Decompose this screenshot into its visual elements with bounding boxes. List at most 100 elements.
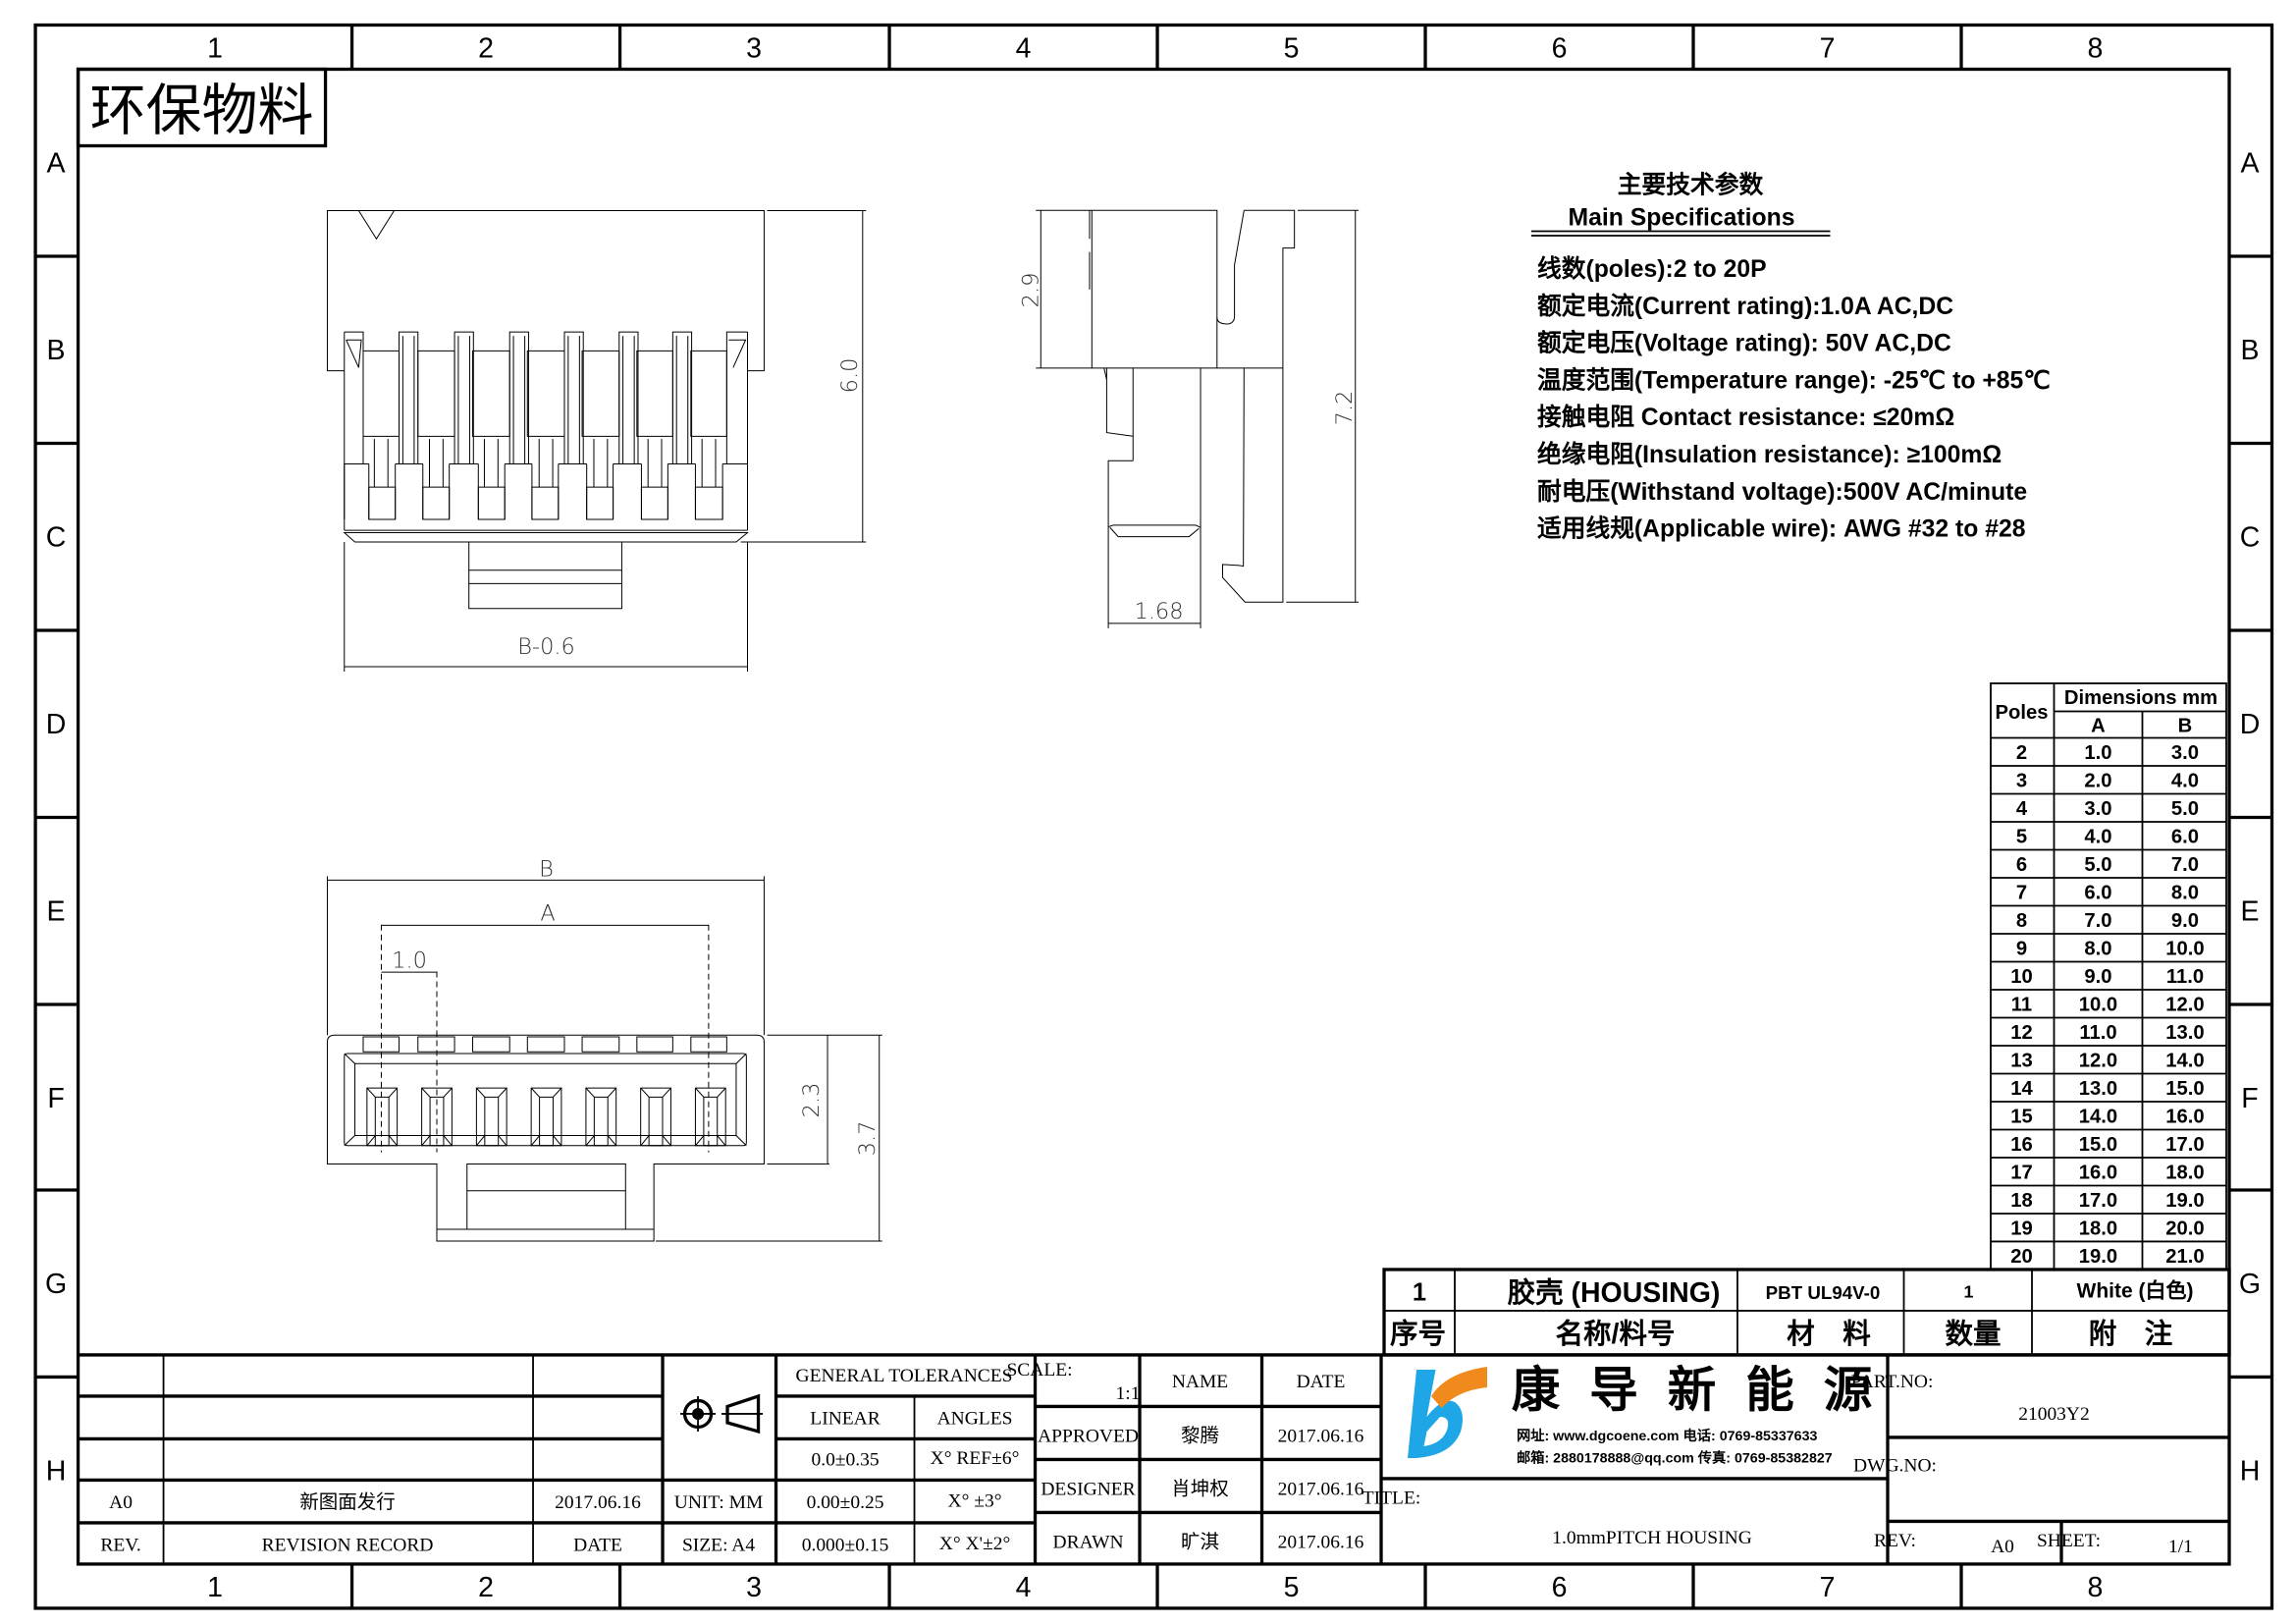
latch-tab xyxy=(691,1037,727,1052)
dim-a-cell: 16.0 xyxy=(2079,1163,2117,1184)
contact-cavity xyxy=(691,351,727,436)
table-header-dimensions: Dimensions mm xyxy=(2064,687,2217,709)
contact-post xyxy=(564,332,583,463)
poles-cell: 2 xyxy=(2016,742,2027,764)
frame-column-label: 2 xyxy=(478,32,494,64)
approvals-name-header: NAME xyxy=(1172,1372,1228,1392)
poles-cell: 4 xyxy=(2016,798,2028,820)
poles-cell: 19 xyxy=(2010,1218,2033,1240)
contact-cavity xyxy=(473,351,510,436)
dim-a-cell: 19.0 xyxy=(2079,1246,2117,1268)
frame-column-label: 2 xyxy=(478,1572,494,1603)
frame-column-label: 1 xyxy=(207,1572,223,1603)
frame-row-label: G xyxy=(45,1269,67,1300)
tolerance-linear-2: 0.00±0.25 xyxy=(807,1492,884,1513)
table-header-poles: Poles xyxy=(1995,702,2048,724)
frame-column-label: 3 xyxy=(746,32,762,64)
dim-a-cell: 8.0 xyxy=(2084,939,2111,960)
dim-b-cell: 15.0 xyxy=(2165,1078,2204,1100)
tolerances-angles-label: ANGLES xyxy=(937,1408,1013,1429)
unit-label: UNIT: MM xyxy=(674,1492,763,1513)
bom-header-note: 附 注 xyxy=(2089,1318,2172,1350)
poles-cell: 3 xyxy=(2016,771,2027,792)
approval-name: 黎腾 xyxy=(1181,1425,1219,1446)
company-name-char: 导 xyxy=(1589,1363,1638,1417)
spec-item: 温度范围(Temperature range): -25℃ to +85℃ xyxy=(1537,365,2051,394)
dim-a-cell: 9.0 xyxy=(2084,966,2111,988)
contact-post xyxy=(509,332,528,463)
bom-item-name: 胶壳 (HOUSING) xyxy=(1508,1276,1721,1309)
dim-b-cell: 18.0 xyxy=(2165,1163,2204,1184)
rev-value: A0 xyxy=(1991,1537,2014,1557)
part-no-label: PART.NO: xyxy=(1851,1372,1934,1392)
poles-cell: 8 xyxy=(2016,910,2027,932)
poles-cell: 18 xyxy=(2010,1190,2033,1212)
poles-cell: 15 xyxy=(2010,1107,2033,1128)
dim-a-cell: 2.0 xyxy=(2084,771,2111,792)
bom-header-name: 名称/料号 xyxy=(1556,1319,1676,1350)
poles-cell: 5 xyxy=(2016,827,2027,848)
frame-column-label: 7 xyxy=(1820,1572,1836,1603)
comb-slot xyxy=(532,487,559,519)
frame-row-label: H xyxy=(2240,1455,2261,1487)
bom-item-qty: 1 xyxy=(1963,1281,1973,1301)
dim-b-cell: 14.0 xyxy=(2165,1051,2204,1072)
dim-front-height: 6.0 xyxy=(837,358,863,394)
company-name-char: 源 xyxy=(1824,1363,1873,1417)
dim-b-cell: 20.0 xyxy=(2165,1218,2204,1240)
table-row: 18 17.0 19.0 xyxy=(2010,1190,2204,1212)
dim-b-cell: 17.0 xyxy=(2165,1134,2204,1156)
dim-b-cell: 19.0 xyxy=(2165,1190,2204,1212)
dim-b-cell: 13.0 xyxy=(2165,1022,2204,1044)
dim-b-cell: 12.0 xyxy=(2165,995,2204,1016)
table-row: 13 12.0 14.0 xyxy=(2010,1051,2204,1072)
comb-slot xyxy=(369,487,396,519)
dim-a-cell: 7.0 xyxy=(2084,910,2111,932)
bom-header-no: 序号 xyxy=(1390,1318,1446,1350)
frame-row-label: D xyxy=(46,709,67,740)
approval-role: DRAWN xyxy=(1053,1532,1124,1552)
dim-a-cell: 1.0 xyxy=(2084,742,2111,764)
frame-row-label: B xyxy=(2240,335,2259,366)
spec-item: 额定电压(Voltage rating): 50V AC,DC xyxy=(1537,329,1951,357)
stamp-text: 环保物料 xyxy=(90,81,314,142)
dim-a-cell: 12.0 xyxy=(2079,1051,2117,1072)
front-view: 6.0 B-0.6 xyxy=(327,211,866,673)
revision-header-record: REVISION RECORD xyxy=(262,1535,434,1555)
tolerance-angle-3: X° X'±2° xyxy=(939,1534,1011,1554)
spec-item: 适用线规(Applicable wire): AWG #32 to #28 xyxy=(1537,515,2026,543)
tolerances-linear-label: LINEAR xyxy=(810,1408,880,1429)
frame-column-label: 1 xyxy=(207,32,223,64)
comb-slot xyxy=(695,487,722,519)
dim-a-cell: 10.0 xyxy=(2079,995,2117,1016)
poles-cell: 13 xyxy=(2010,1051,2033,1072)
sheet-label: SHEET: xyxy=(2037,1531,2101,1551)
contact-post xyxy=(454,332,473,463)
approval-role: DESIGNER xyxy=(1041,1479,1135,1499)
approval-name: 旷淇 xyxy=(1181,1531,1219,1552)
tolerances-title: GENERAL TOLERANCES xyxy=(796,1366,1013,1386)
side-view: 2.9 7.2 1.68 xyxy=(1019,210,1360,628)
poles-cell: 10 xyxy=(2010,966,2033,988)
dim-bottom-inner-height: 2.3 xyxy=(799,1083,825,1118)
dim-a-cell: 11.0 xyxy=(2079,1022,2116,1044)
frame-row-label: A xyxy=(47,147,66,179)
approval-name: 肖坤权 xyxy=(1171,1478,1228,1499)
frame-row-label: A xyxy=(2240,147,2259,179)
contact-cavity xyxy=(418,351,454,436)
approval-role: APPROVED xyxy=(1038,1426,1139,1446)
dim-a-cell: 13.0 xyxy=(2079,1078,2117,1100)
frame-row-label: F xyxy=(47,1083,64,1114)
dim-b-cell: 6.0 xyxy=(2171,827,2199,848)
dim-a-cell: 17.0 xyxy=(2079,1190,2117,1212)
